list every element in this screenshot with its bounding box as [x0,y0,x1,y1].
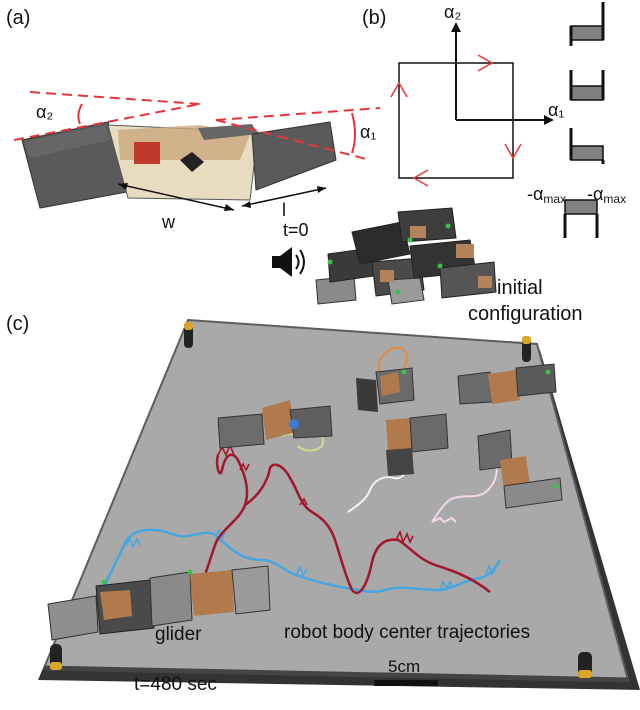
left-wing-texture [24,125,110,158]
alpha2-label: α₂ [36,102,53,122]
initial-caption-line2: configuration [468,303,583,325]
width-arrow [117,183,235,211]
left-edge-arrow [390,81,408,98]
final-time-label: t=480 sec [134,674,217,695]
motor-arm [198,124,258,140]
top-edge-arrow [477,54,494,72]
glider-label: glider [155,624,202,645]
alpha2-arc [77,103,83,125]
robot-glider-left [47,579,155,641]
alpha1-arc [351,112,356,154]
speaker-icon [272,247,305,277]
alpha1-reference-line [215,107,381,121]
trajectory-darkred [198,453,491,594]
panel-b: (b) α₁ α₂ [362,2,626,238]
robot-top-left [217,400,333,449]
trajectories-label: robot body center trajectories [284,622,530,643]
width-label: w [161,212,176,232]
scale-bar [374,680,438,686]
initial-time-label: t=0 [283,220,309,240]
alpha1-axis-arrowhead [544,115,554,125]
config-glyph-2 [569,70,605,101]
robot-top-right [457,363,557,405]
length-arrow-head-right [317,186,326,193]
corner-marker-tl [184,322,193,348]
table-front-edge [43,665,629,683]
right-wing-panel [251,121,337,191]
trajectory-darkred-jitter [217,442,414,545]
robot-cluster [315,207,497,305]
length-arrow [241,187,327,207]
robot-center [386,413,449,476]
panel-a: (a) α₂ α₁ w l [6,7,381,232]
alpha1-dashed-line [215,119,371,161]
robot-right [477,429,563,509]
panel-c-label: (c) [6,313,29,335]
neg-alpha-max-left: -αmax [527,184,566,206]
axis-y-label: α₂ [444,2,461,22]
right-edge-arrow [504,143,522,160]
gait-cycle-square [398,62,514,179]
axis-x-label: α₁ [548,100,564,120]
corner-marker-br [578,652,592,678]
initial-configuration: t=0 initial configur [272,207,583,325]
corner-marker-bl [50,644,62,670]
robot-glider-right [149,565,271,627]
red-circuit-board [134,142,160,164]
width-arrow-head-left [118,183,128,190]
alpha1-label: α₁ [360,122,376,142]
corner-marker-tr [522,336,531,362]
chip [180,152,204,172]
panel-b-label: (b) [362,7,386,29]
config-glyph-3 [569,128,605,164]
panel-a-label: (a) [6,7,30,29]
alpha2-reference-line [29,91,201,105]
length-arrow-head-left [242,201,251,208]
trajectory-white [347,465,411,513]
robot-top-middle [356,367,415,412]
trajectory-pink [431,463,498,524]
scale-label: 5cm [388,657,420,676]
initial-caption-line1: initial [497,277,543,299]
alpha2-axis-arrowhead [451,22,461,32]
panel-c: (c) [6,313,640,695]
config-glyph-4 [563,199,599,238]
config-glyph-1 [569,2,605,46]
length-label: l [282,200,286,220]
bottom-edge-arrow [412,169,429,187]
neg-alpha-max-right: -αmax [587,184,626,206]
width-arrow-head-right [224,204,234,211]
